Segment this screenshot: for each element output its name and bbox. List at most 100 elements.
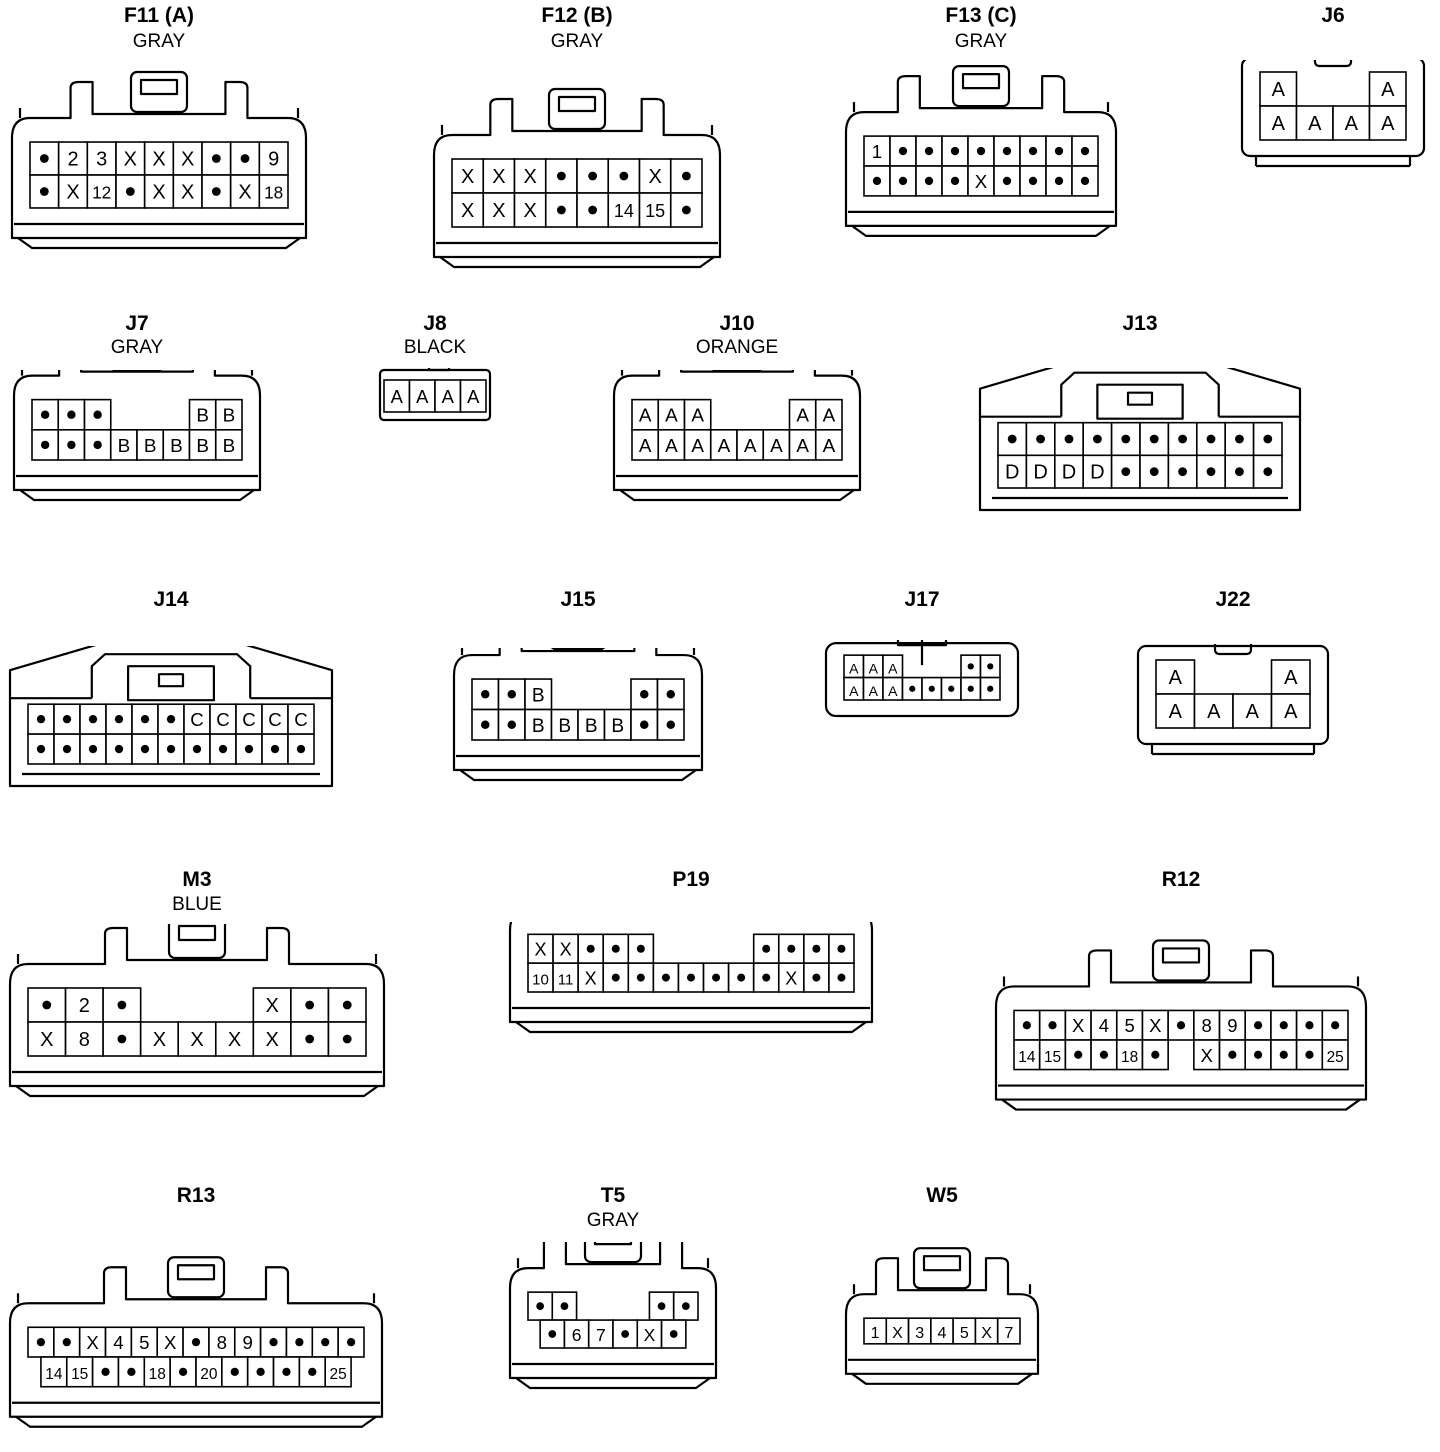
bottom-rail xyxy=(15,1415,377,1428)
pin-cell xyxy=(451,158,485,194)
pin-dot xyxy=(611,973,620,982)
pin-label: D xyxy=(1090,462,1104,484)
connector-body: 1X xyxy=(844,64,1118,237)
pin-dot xyxy=(950,146,960,156)
pin-label: 2 xyxy=(79,995,90,1017)
pin-dot xyxy=(507,720,516,730)
pin-dot xyxy=(976,146,986,156)
pin-label: A xyxy=(770,436,783,457)
pin-dot xyxy=(117,1034,127,1044)
pin-label: X xyxy=(153,1029,166,1051)
pin-dot xyxy=(1176,1021,1186,1030)
connector-color: BLACK xyxy=(403,337,467,358)
pin-cell xyxy=(967,165,995,197)
pin-dot xyxy=(619,171,629,181)
connector-name: J7 xyxy=(125,312,149,335)
pin-label: D xyxy=(1033,462,1047,484)
pin-cell xyxy=(762,429,791,461)
pin-dot xyxy=(1279,1021,1288,1030)
bottom-rail xyxy=(459,769,697,782)
pin-dot xyxy=(812,973,821,982)
pin-dot xyxy=(837,944,846,953)
pin-label: A xyxy=(691,436,704,457)
pin-cell xyxy=(1155,659,1196,695)
pin-cell xyxy=(1082,454,1113,489)
connector-color: GRAY xyxy=(586,1210,640,1231)
pin-label: 3 xyxy=(96,149,107,171)
bottom-rail xyxy=(439,256,715,269)
pin-label: 8 xyxy=(79,1029,90,1051)
housing-outline xyxy=(8,1266,384,1418)
latch-window xyxy=(139,78,179,96)
pin-dot xyxy=(117,1000,127,1010)
pin-dot xyxy=(481,720,490,730)
pin-dot xyxy=(669,1330,678,1338)
pin-dot xyxy=(1235,467,1244,477)
latch-window xyxy=(961,72,1001,90)
pin-cell xyxy=(631,429,660,461)
pin-label: A xyxy=(869,683,879,699)
connector-color: GRAY xyxy=(110,337,164,358)
housing-outline xyxy=(8,646,334,788)
pin-dot xyxy=(556,171,566,181)
pin-label: X xyxy=(1149,1015,1161,1036)
pin-dot xyxy=(762,944,771,953)
pin-dot xyxy=(1253,1050,1263,1059)
pin-dot xyxy=(1279,1050,1288,1059)
pin-dot xyxy=(556,205,566,215)
pin-dot xyxy=(1121,467,1131,477)
pin-cell xyxy=(1270,659,1311,695)
pin-cell xyxy=(863,135,891,167)
pin-label: 14 xyxy=(1018,1049,1036,1066)
pin-dot xyxy=(1028,146,1038,156)
pin-cell xyxy=(162,429,191,461)
pin-dot xyxy=(67,410,76,419)
latch-tab xyxy=(1213,644,1253,656)
pin-label: X xyxy=(461,166,474,188)
pin-label: X xyxy=(461,200,474,222)
pin-dot xyxy=(586,944,595,953)
pin-label: B xyxy=(196,406,209,427)
pin-dot xyxy=(657,1302,666,1310)
pin-dot xyxy=(681,205,691,215)
pin-dot xyxy=(42,1000,52,1010)
pin-dot xyxy=(62,744,72,754)
pin-dot xyxy=(1178,467,1187,477)
pin-dot xyxy=(1002,146,1012,156)
pin-dot xyxy=(1305,1050,1314,1059)
pin-label: 4 xyxy=(113,1332,123,1353)
connector-name: P19 xyxy=(672,868,710,891)
key-recess xyxy=(1060,371,1220,417)
pin-cell xyxy=(235,703,263,735)
bottom-rail xyxy=(515,1377,711,1390)
pin-dot xyxy=(342,1000,352,1010)
pin-label: 8 xyxy=(217,1332,227,1353)
pin-cell xyxy=(451,192,485,228)
pin-label: A xyxy=(1284,667,1298,689)
connector-name: J15 xyxy=(560,588,596,611)
bottom-rail xyxy=(17,237,301,250)
pin-dot xyxy=(342,1034,352,1044)
pin-dot xyxy=(125,187,135,196)
pin-dot xyxy=(611,944,620,953)
pin-label: 4 xyxy=(1099,1015,1109,1036)
pin-cell xyxy=(31,429,60,461)
pin-dot xyxy=(127,1367,136,1376)
pin-label: B xyxy=(144,436,157,457)
pin-label: A xyxy=(391,386,404,407)
pin-dot xyxy=(166,714,176,724)
pin-label: B xyxy=(170,436,183,457)
pin-label: X xyxy=(523,200,536,222)
pin-cell xyxy=(1259,105,1298,141)
